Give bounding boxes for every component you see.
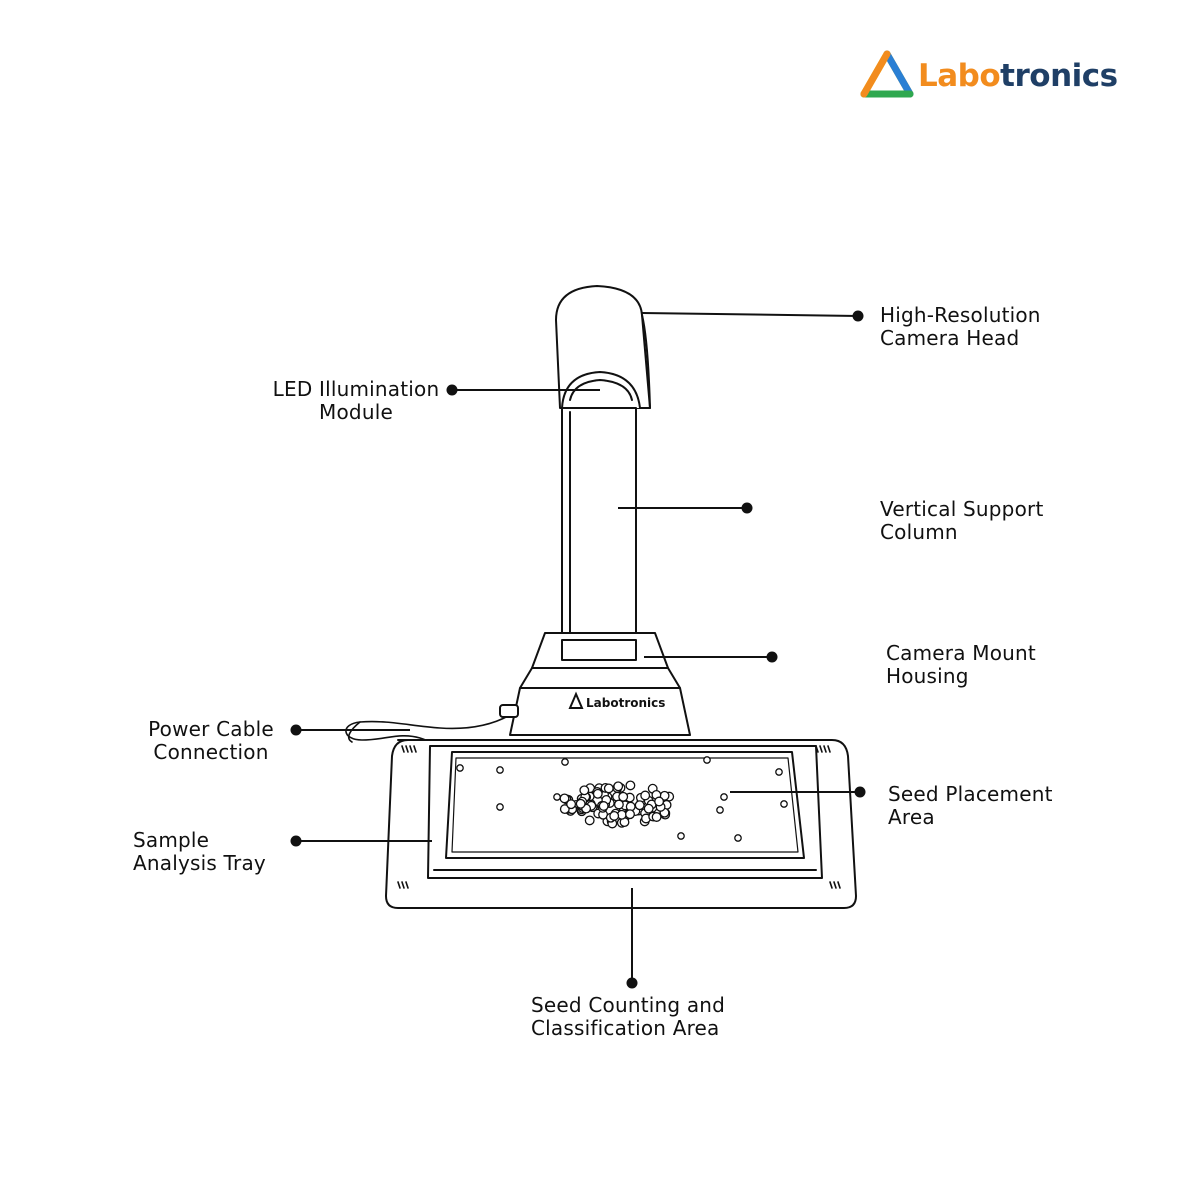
label-led-module: LED Illumination Module — [266, 378, 446, 424]
label-mount-housing: Camera Mount Housing — [886, 642, 1036, 688]
support-column-shape — [561, 407, 637, 659]
device-brand-text: Labotronics — [586, 696, 665, 710]
dot-support-column — [741, 502, 753, 514]
brand-name-part1: Labo — [918, 58, 1001, 94]
brand-logo: Labotronics — [860, 50, 1120, 100]
label-mount-housing-line2: Housing — [886, 664, 969, 688]
seed — [592, 788, 603, 799]
label-power-cable-line1: Power Cable — [148, 717, 274, 741]
dot-analysis-tray — [290, 835, 302, 847]
label-counting-area-line2: Classification Area — [531, 1016, 720, 1040]
label-seed-placement-line2: Area — [888, 805, 935, 829]
mount-housing-shape — [509, 632, 691, 736]
seed — [625, 809, 635, 820]
seed — [780, 800, 788, 808]
seed — [618, 791, 629, 802]
label-seed-placement-line1: Seed Placement — [888, 782, 1053, 806]
label-analysis-tray-line1: Sample — [133, 828, 210, 852]
leader-lines — [296, 312, 860, 983]
label-camera-head: High-Resolution Camera Head — [880, 304, 1041, 350]
label-camera-head-line2: Camera Head — [880, 326, 1020, 350]
seed — [654, 796, 665, 807]
dot-mount-housing — [766, 651, 778, 663]
label-analysis-tray-line2: Analysis Tray — [133, 851, 266, 875]
seed — [613, 799, 624, 810]
label-support-column-line2: Column — [880, 520, 958, 544]
label-support-column-line1: Vertical Support — [880, 497, 1044, 521]
brand-name-part2: tronics — [1000, 58, 1118, 94]
power-cable-shape — [345, 704, 519, 750]
label-power-cable: Power Cable Connection — [136, 718, 286, 764]
label-counting-area-line1: Seed Counting and — [531, 993, 726, 1017]
label-support-column: Vertical Support Column — [880, 498, 1043, 544]
label-led-module-line2: Module — [319, 400, 393, 424]
leader-dots — [290, 310, 866, 989]
dot-led-module — [446, 384, 458, 396]
seed — [640, 790, 651, 801]
triangle-logo-icon — [860, 50, 914, 98]
label-analysis-tray: Sample Analysis Tray — [133, 829, 266, 875]
seed — [559, 804, 570, 815]
triangle-outline-icon — [568, 691, 584, 709]
seed — [703, 756, 711, 764]
seed — [598, 801, 609, 811]
seed — [651, 812, 662, 822]
dot-power-cable — [290, 724, 302, 736]
seed — [677, 832, 685, 840]
seed — [734, 834, 742, 842]
seed — [553, 793, 561, 801]
seed-cluster — [456, 756, 788, 842]
label-seed-placement: Seed Placement Area — [888, 783, 1053, 829]
label-mount-housing-line1: Camera Mount — [886, 641, 1036, 665]
seed — [720, 793, 728, 801]
leader-camera-head — [641, 312, 859, 317]
seed — [496, 766, 504, 774]
brand-name: Labotronics — [918, 58, 1118, 94]
seed — [575, 798, 586, 809]
dot-camera-head — [852, 310, 864, 322]
label-power-cable-line2: Connection — [153, 740, 269, 764]
label-camera-head-line1: High-Resolution — [880, 303, 1041, 327]
seed — [625, 780, 636, 791]
seed — [613, 781, 624, 792]
seed — [775, 768, 783, 776]
seed — [456, 764, 464, 772]
seed — [634, 800, 645, 811]
label-counting-area: Seed Counting and Classification Area — [531, 994, 725, 1040]
device-brand-mark: Labotronics — [568, 691, 665, 710]
seed — [603, 783, 614, 794]
seed — [716, 806, 724, 814]
seed — [584, 815, 595, 826]
seed — [561, 758, 569, 766]
seed — [609, 810, 620, 821]
seed — [559, 793, 570, 804]
seed — [579, 785, 590, 796]
dot-counting-area — [626, 977, 638, 989]
dot-seed-placement — [854, 786, 866, 798]
seed — [643, 803, 654, 814]
label-led-module-line1: LED Illumination — [272, 377, 440, 401]
seed — [566, 799, 577, 810]
seed — [496, 803, 504, 811]
